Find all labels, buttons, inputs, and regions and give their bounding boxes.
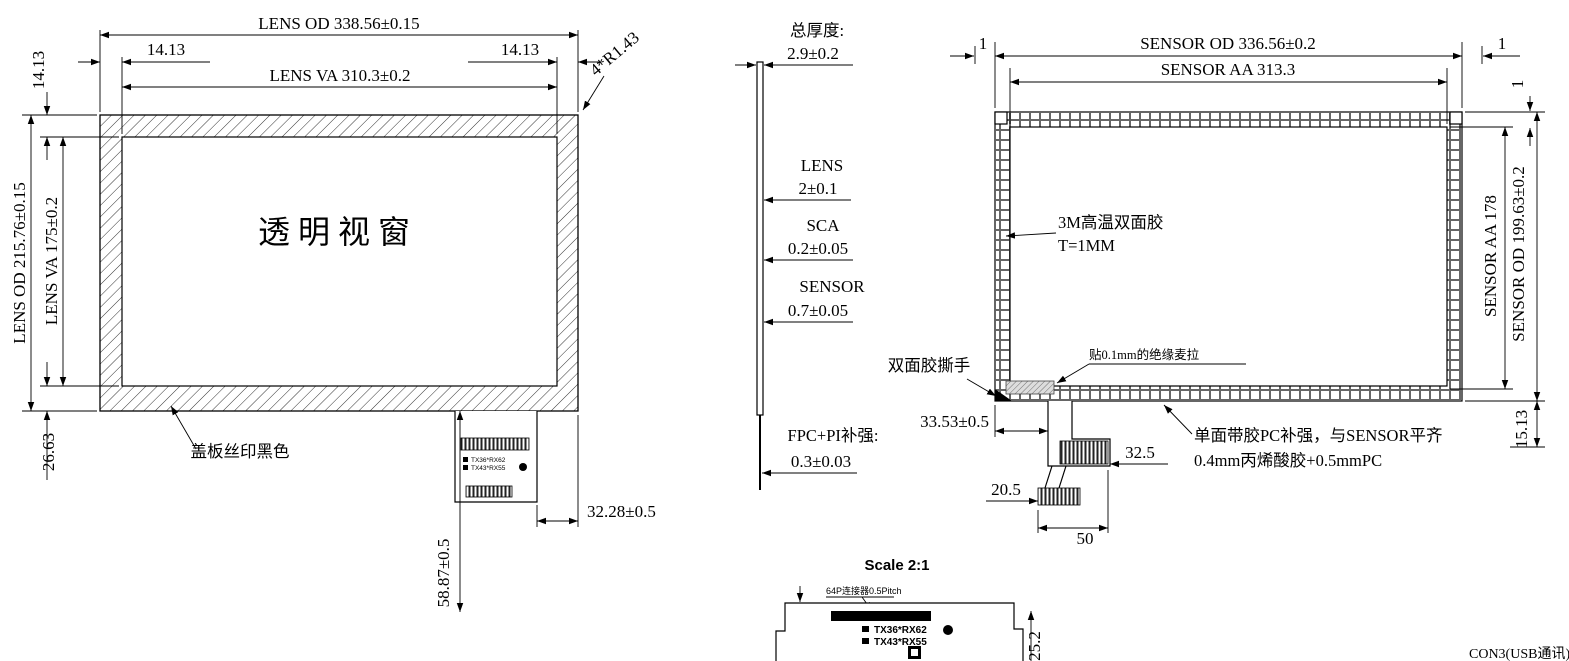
fpc-layer-label: FPC+PI补强: (788, 426, 879, 445)
pull-tab-note: 双面胶撕手 (888, 356, 971, 375)
stack-side-view: 总厚度: 2.9±0.2 LENS 2±0.1 SCA 0.2±0.05 SEN… (735, 21, 878, 490)
sensor-tail-width-dim: 50 (1077, 529, 1094, 548)
con3-label: CON3(USB通讯) (1469, 646, 1569, 661)
pull-tab-leader (966, 378, 997, 397)
lens-layer-label: LENS (801, 156, 844, 175)
lens-tail-dimension-lines (456, 411, 579, 612)
tail-offset-dim: 32.28±0.5 (587, 502, 656, 521)
sensor-fpc-tail (1037, 401, 1111, 506)
tape-note-leader (1005, 232, 1057, 239)
sensor-od-height-dim: SENSOR OD 199.63±0.2 (1509, 166, 1528, 342)
lens-viewing-area (121, 136, 558, 387)
silkscreen-leader (170, 405, 197, 450)
window-label: 透明视窗 (258, 214, 418, 250)
total-thickness-value: 2.9±0.2 (787, 44, 839, 63)
sensor-layer-value: 0.7±0.05 (788, 301, 848, 320)
mylar-note: 贴0.1mm的绝缘麦拉 (1089, 347, 1200, 362)
sensor-active-area (1009, 126, 1448, 387)
pc-note-line2: 0.4mm丙烯酸胶+0.5mmPC (1194, 451, 1382, 470)
sensor-corner-bottom-dim: 15.13 (1512, 410, 1531, 448)
detail-height-dim: 25.2 (1025, 631, 1044, 661)
lens-fpc-label-2: TX43*RX55 (471, 465, 506, 472)
stack-leader-lines (735, 61, 857, 477)
lens-left-dimension-lines (22, 92, 119, 480)
detail-bullet-2 (862, 638, 869, 644)
sca-layer-value: 0.2±0.05 (788, 239, 848, 258)
connector-note: 64P连接器0.5Pitch (826, 585, 902, 596)
sensor-tail-offset-dim: 33.53±0.5 (920, 412, 989, 431)
lens-od-width-dim: LENS OD 338.56±0.15 (258, 14, 419, 33)
mylar-note-leader (1056, 363, 1090, 384)
detail-fpc-label-2: TX43*RX55 (874, 637, 927, 648)
sensor-outline (994, 111, 1463, 402)
sensor-layer-label: SENSOR (799, 277, 865, 296)
corner-mark-tl (994, 111, 1008, 125)
scale-label: Scale 2:1 (864, 557, 929, 574)
sensor-margin-top-dim: 1 (1508, 80, 1527, 89)
lens-margin-bottom-dim: 26.63 (39, 433, 58, 471)
detail-ic-inner (911, 649, 918, 656)
detail-fpc-label-1: TX36*RX62 (874, 625, 927, 636)
lens-va-height-dim: LENS VA 175±0.2 (42, 197, 61, 325)
tape-note-line1: 3M高温双面胶 (1058, 213, 1163, 232)
detail-test-pad (943, 625, 953, 635)
lens-fpc-label-1: TX36*RX62 (471, 457, 506, 464)
detail-bullet-1 (862, 626, 869, 632)
pc-note-leader (1163, 404, 1193, 435)
tail-length-dim: 58.87±0.5 (434, 539, 453, 608)
stack-profile (756, 61, 764, 416)
corner-mark-tr (1449, 111, 1463, 125)
tape-note-line2: T=1MM (1058, 236, 1115, 255)
fpc-layer-value: 0.3±0.03 (791, 452, 851, 471)
lens-margin-left-dim: 14.13 (147, 40, 185, 59)
lens-margin-top-dim: 14.13 (29, 51, 48, 89)
sensor-aa-height-dim: SENSOR AA 178 (1481, 195, 1500, 317)
lens-margin-right-dim: 14.13 (501, 40, 539, 59)
silkscreen-note: 盖板丝印黑色 (191, 442, 290, 461)
sensor-back-view: SENSOR OD 336.56±0.2 SENSOR AA 313.3 1 1… (888, 34, 1545, 548)
lens-va-width-dim: LENS VA 310.3±0.2 (270, 66, 411, 85)
sensor-margin-left-dim: 1 (979, 34, 988, 53)
fpc-detail-view: Scale 2:1 64P连接器0.5Pitch TX36*RX62 TX43*… (775, 557, 1044, 661)
sensor-od-width-dim: SENSOR OD 336.56±0.2 (1140, 34, 1316, 53)
sensor-bottom-dimension-lines (986, 405, 1168, 533)
sensor-aa-width-dim: SENSOR AA 313.3 (1161, 60, 1296, 79)
mylar-patch (1005, 380, 1055, 395)
corner-radius-dim: 4*R1.43 (586, 28, 643, 80)
sensor-margin-right-dim: 1 (1498, 34, 1507, 53)
sensor-conn-width-dim: 32.5 (1125, 443, 1155, 462)
lens-layer-value: 2±0.1 (798, 179, 837, 198)
pc-note-line1: 单面带胶PC补强，与SENSOR平齐 (1194, 426, 1442, 445)
lens-fpc-tail: TX36*RX62 TX43*RX55 (454, 411, 538, 503)
lens-od-height-dim: LENS OD 215.76±0.15 (10, 182, 29, 343)
lens-top-dimension-lines (78, 30, 605, 134)
lens-front-view: 透明视窗 LENS OD 338.56±0.15 14.13 14.13 LEN… (10, 14, 656, 612)
sensor-right-dimension-lines (1450, 96, 1545, 448)
tape-pull-tab (995, 389, 1012, 401)
sensor-neck-dim: 20.5 (991, 480, 1021, 499)
sensor-top-dimension-lines (950, 42, 1520, 124)
total-thickness-label: 总厚度: (790, 21, 844, 40)
sca-layer-label: SCA (806, 216, 840, 235)
detail-connector-bar (831, 611, 931, 621)
